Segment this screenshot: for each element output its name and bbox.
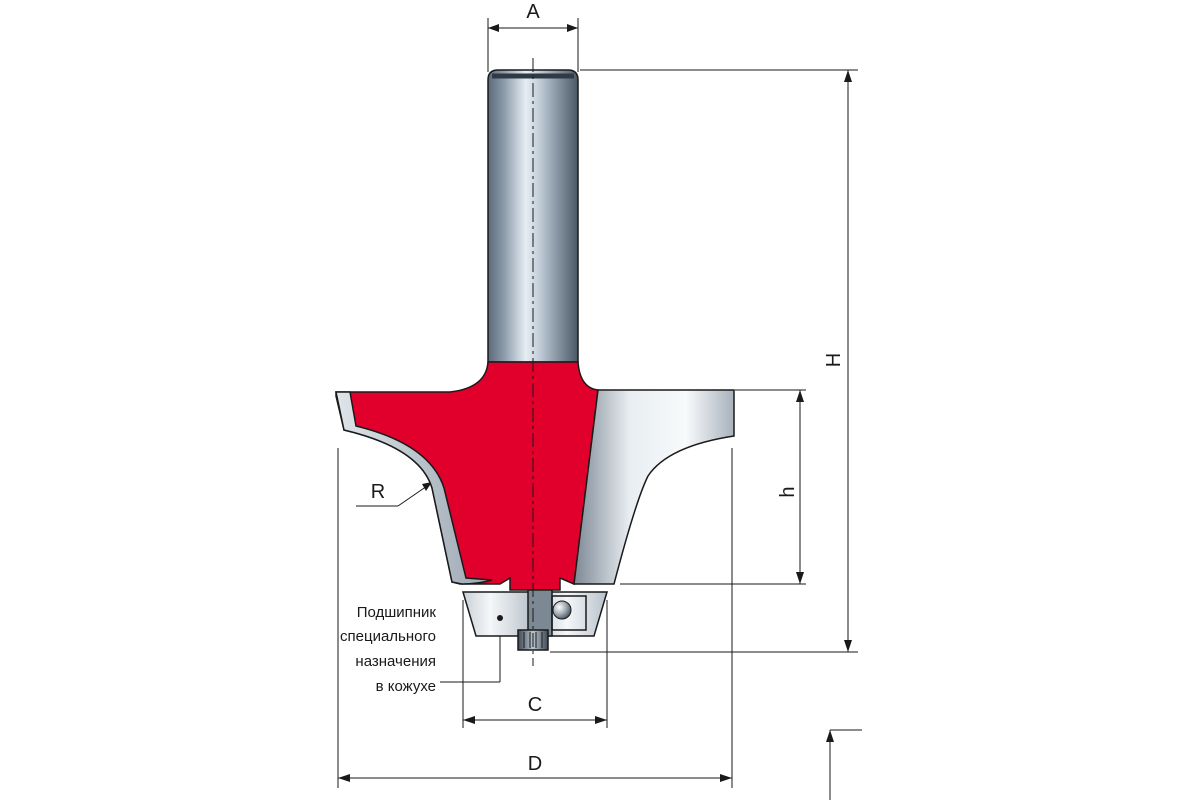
label-h-cut: h	[777, 486, 799, 497]
bearing-note-line3: назначения	[355, 653, 436, 670]
bearing-note-line2: специального	[340, 628, 436, 645]
dimension-arrows	[338, 24, 852, 782]
bearing-note-line1: Подшипник	[357, 604, 437, 621]
label-r: R	[371, 481, 385, 503]
label-a: A	[526, 1, 540, 23]
dimension-lines	[337, 18, 862, 800]
cutter-body	[335, 361, 599, 591]
bearing-housing	[461, 589, 609, 651]
carbide-left	[335, 391, 493, 585]
label-d: D	[528, 753, 542, 775]
label-h-total: H	[823, 353, 845, 367]
label-c: C	[528, 694, 542, 716]
carbide-right	[573, 389, 735, 585]
bearing-note-line4: в кожухе	[376, 678, 436, 695]
bearing-note: Подшипник специального назначения в кожу…	[340, 604, 436, 695]
bearing-marker-dot	[497, 615, 503, 621]
